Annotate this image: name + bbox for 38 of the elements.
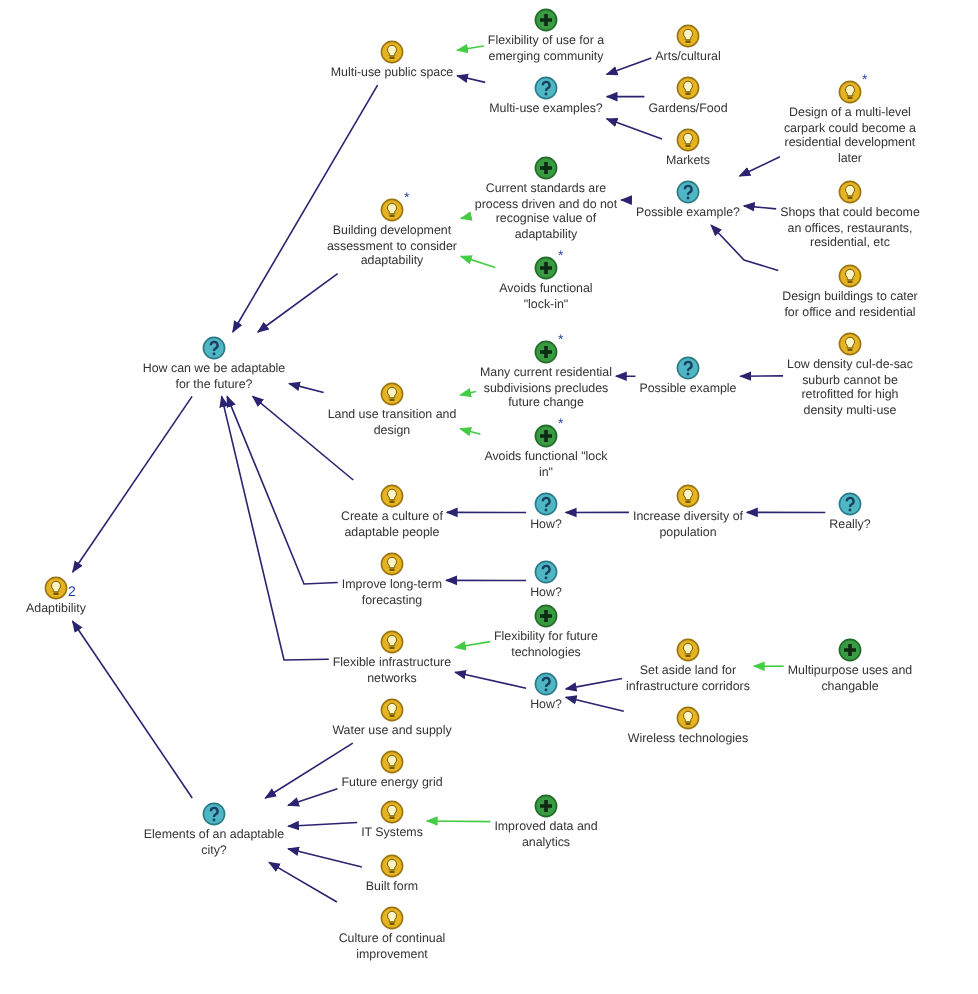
arrow xyxy=(445,575,527,586)
arrow xyxy=(605,91,646,102)
arrow xyxy=(564,695,625,713)
arrow xyxy=(459,427,482,437)
arrow xyxy=(287,846,363,868)
arrow xyxy=(456,43,485,54)
arrow xyxy=(605,57,653,76)
arrow xyxy=(425,816,492,826)
arrow xyxy=(459,387,477,398)
arrow xyxy=(251,395,355,481)
arrow xyxy=(742,202,777,212)
arrow xyxy=(232,84,379,334)
arrow xyxy=(619,195,633,205)
arrow xyxy=(287,788,339,807)
arrow xyxy=(445,507,527,518)
arrow xyxy=(453,640,491,651)
arrow xyxy=(268,861,338,903)
arrow xyxy=(286,820,358,831)
arrow xyxy=(256,272,339,333)
arrow xyxy=(459,255,497,269)
arrow xyxy=(456,73,487,84)
arrow xyxy=(605,118,663,140)
arrow xyxy=(752,661,785,671)
arrow xyxy=(739,371,784,381)
arrow xyxy=(564,677,623,692)
arrow xyxy=(288,381,325,394)
arrow xyxy=(453,669,527,689)
arrow xyxy=(710,224,779,272)
arrow xyxy=(745,507,827,518)
arrow xyxy=(71,620,193,799)
arrow xyxy=(226,395,339,585)
arrow xyxy=(738,155,781,177)
arrow xyxy=(459,211,473,221)
arrow xyxy=(614,371,637,382)
arrow xyxy=(71,395,193,573)
arrow xyxy=(564,507,630,518)
arrow xyxy=(219,395,330,661)
arrow xyxy=(264,742,354,799)
